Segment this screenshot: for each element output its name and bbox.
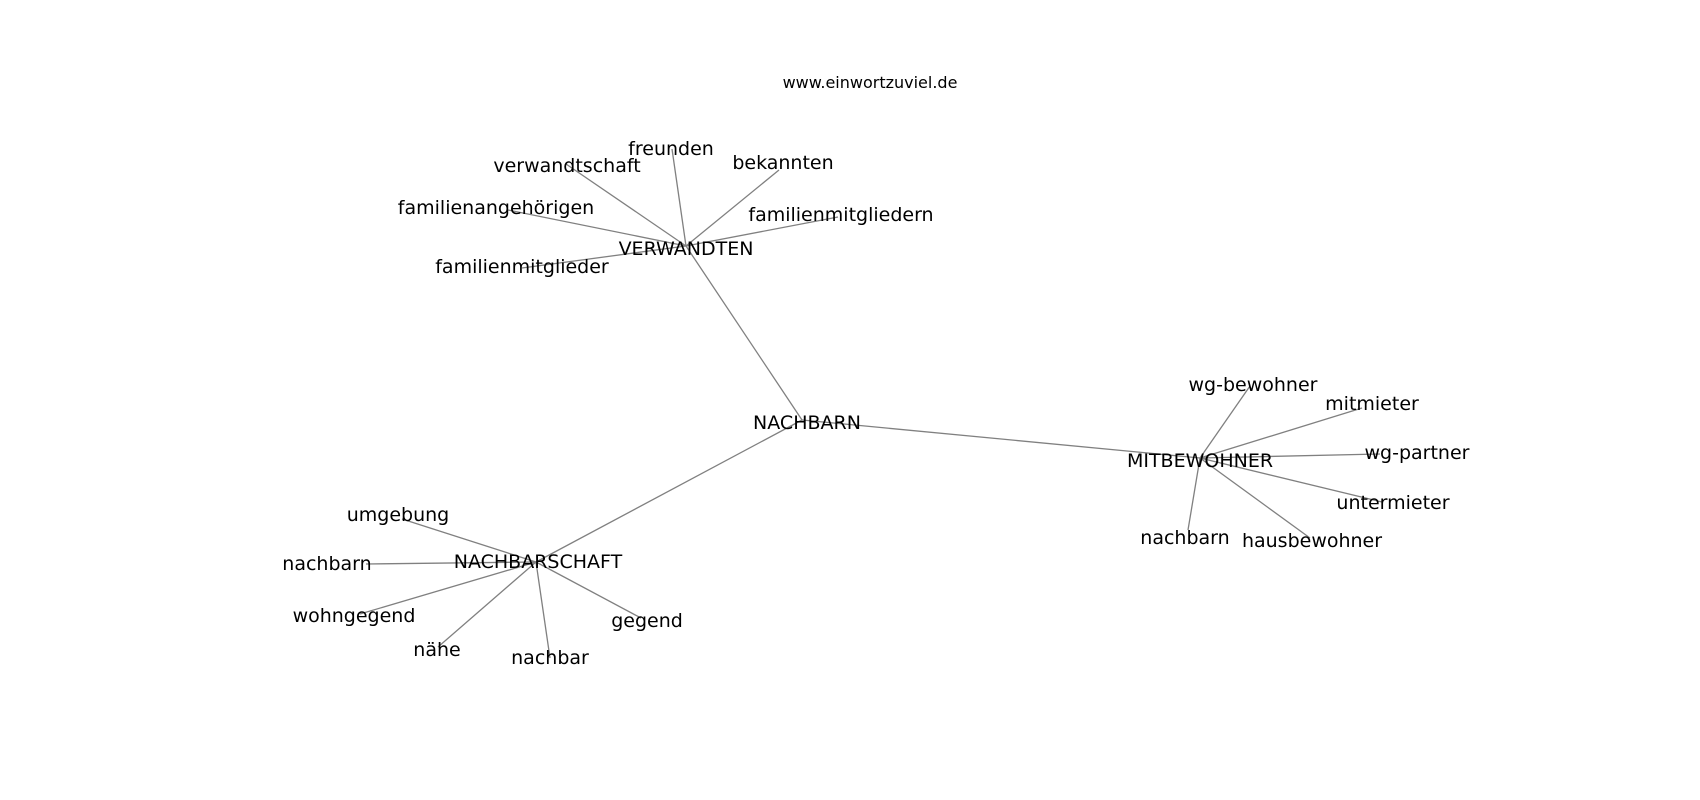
site-label: www.einwortzuviel.de [783, 73, 958, 92]
edge-mitbewohner-mitmieter [1199, 407, 1363, 459]
node-label-bekannten: bekannten [732, 152, 833, 174]
edge-nachbarschaft-naehe [437, 561, 537, 648]
node-label-naehe: nähe [413, 639, 460, 661]
edge-nachbarschaft-umgebung [401, 518, 537, 563]
node-label-mitmieter: mitmieter [1325, 393, 1419, 415]
node-label-familienangehoerigen: familienangehörigen [398, 197, 594, 219]
edge-nachbarschaft-nachbar [535, 561, 551, 659]
edge-verwandten-verwandtschaft [565, 163, 687, 247]
node-label-nachbarn_nbs: nachbarn [282, 553, 371, 575]
node-label-gegend: gegend [611, 610, 683, 632]
edge-mitbewohner-wg_partner [1199, 453, 1381, 459]
edges [359, 148, 1383, 659]
node-label-nachbarn_root: NACHBARN [753, 412, 861, 434]
edge-mitbewohner-hausbewohner [1199, 457, 1311, 539]
node-label-wg_bewohner: wg-bewohner [1189, 374, 1318, 396]
edge-nachbarschaft-nachbarn_nbs [365, 561, 537, 565]
edge-verwandten-freunden [671, 148, 687, 247]
node-label-wg_partner: wg-partner [1365, 442, 1470, 464]
edge-nachbarschaft-wohngegend [359, 561, 537, 615]
node-label-umgebung: umgebung [347, 504, 450, 526]
node-label-nachbar: nachbar [511, 647, 589, 669]
node-label-nachbarschaft: NACHBARSCHAFT [454, 551, 623, 573]
edge-verwandten-familienmitgliedern [685, 216, 839, 247]
node-label-freunden: freunden [628, 138, 714, 160]
node-label-hausbewohner: hausbewohner [1242, 530, 1382, 552]
edge-mitbewohner-wg_bewohner [1199, 385, 1251, 459]
node-label-wohngegend: wohngegend [293, 605, 416, 627]
edge-mitbewohner-untermieter [1199, 457, 1383, 503]
node-label-nachbarn_mit: nachbarn [1140, 527, 1229, 549]
edge-mitbewohner-nachbarn_mit [1187, 457, 1201, 531]
node-label-mitbewohner: MITBEWOHNER [1127, 450, 1273, 472]
node-label-verwandtschaft: verwandtschaft [493, 155, 640, 177]
edge-verwandten-familienangehoerigen [507, 209, 687, 247]
edge-verwandten-bekannten [685, 169, 780, 247]
edge-verwandten-familienmitglieder [521, 245, 687, 269]
node-label-verwandten: VERWANDTEN [619, 238, 754, 260]
edge-nachbarn_root-nachbarschaft [535, 419, 803, 563]
edge-nachbarschaft-gegend [535, 561, 642, 619]
edge-nachbarn_root-verwandten [685, 245, 803, 421]
edge-nachbarn_root-mitbewohner [801, 419, 1201, 459]
node-labels: NACHBARN VERWANDTEN MITBEWOHNER NACHBARSCHA… [282, 138, 1469, 669]
node-label-familienmitglieder: familienmitglieder [435, 256, 609, 278]
node-label-familienmitgliedern: familienmitgliedern [748, 204, 933, 226]
node-label-untermieter: untermieter [1336, 492, 1449, 514]
